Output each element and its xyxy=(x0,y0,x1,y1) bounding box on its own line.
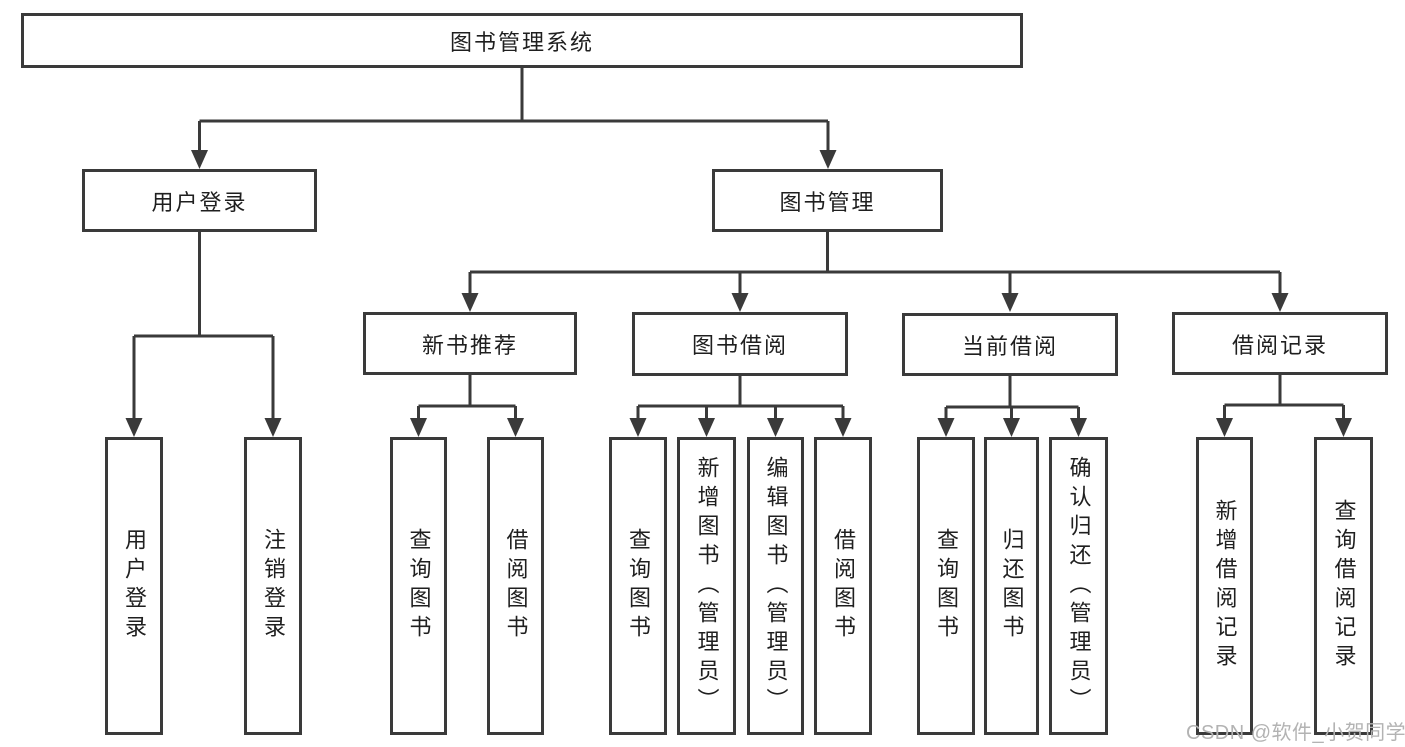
node-leaf-query-borrow-record: 查询借阅记录 xyxy=(1314,437,1373,735)
node-leaf-return-book: 归还图书 xyxy=(984,437,1039,735)
node-label: 确认归还（管理员） xyxy=(1066,455,1092,717)
node-library-management-system: 图书管理系统 xyxy=(21,13,1023,68)
connector-root-to-level2 xyxy=(191,68,837,169)
node-leaf-borrow-books-borrowing: 借阅图书 xyxy=(814,437,872,735)
node-label: 新增借阅记录 xyxy=(1212,499,1238,673)
connector-user-login-to-leaves xyxy=(125,232,282,437)
node-new-book-recommendation: 新书推荐 xyxy=(363,312,577,375)
node-label: 编辑图书（管理员） xyxy=(763,455,789,717)
node-leaf-query-books-borrowing: 查询图书 xyxy=(609,437,667,735)
node-label: 注销登录 xyxy=(261,528,286,644)
node-label: 用户登录 xyxy=(122,528,147,644)
node-book-management: 图书管理 xyxy=(712,169,943,232)
node-leaf-logout: 注销登录 xyxy=(244,437,302,735)
node-borrowing-records: 借阅记录 xyxy=(1172,312,1388,375)
node-label: 用户登录 xyxy=(151,189,248,215)
node-label: 借阅图书 xyxy=(831,528,856,644)
node-label: 图书借阅 xyxy=(691,333,788,358)
node-leaf-add-borrow-record: 新增借阅记录 xyxy=(1196,437,1253,735)
node-leaf-borrow-books-recommend: 借阅图书 xyxy=(487,437,544,735)
node-book-borrowing: 图书借阅 xyxy=(632,312,848,376)
node-label: 查询图书 xyxy=(406,528,432,644)
node-label: 当前借阅 xyxy=(961,333,1058,359)
node-label: 归还图书 xyxy=(999,528,1025,644)
node-current-borrowing: 当前借阅 xyxy=(902,313,1118,376)
node-label: 借阅记录 xyxy=(1231,332,1328,358)
connector-new-book-recommend-to-leaves xyxy=(410,375,524,437)
node-label: 借阅图书 xyxy=(503,528,529,644)
watermark: CSDN @软件_小贺同学 xyxy=(1186,722,1405,744)
node-leaf-confirm-return-admin: 确认归还（管理员） xyxy=(1049,437,1108,735)
node-label: 新书推荐 xyxy=(421,332,518,358)
connector-book-management-to-level3 xyxy=(461,232,1289,312)
node-user-login: 用户登录 xyxy=(82,169,317,232)
node-label: 新增图书（管理员） xyxy=(694,455,720,717)
node-label: 图书管理 xyxy=(779,189,876,215)
connector-borrow-records-to-leaves xyxy=(1216,375,1352,437)
node-leaf-edit-book-admin: 编辑图书（管理员） xyxy=(747,437,804,735)
connector-book-borrowing-to-leaves xyxy=(629,375,852,437)
connector-current-borrowing-to-leaves xyxy=(937,376,1087,437)
node-label: 查询借阅记录 xyxy=(1331,499,1357,673)
node-leaf-query-books-current: 查询图书 xyxy=(917,437,975,735)
node-label: 查询图书 xyxy=(934,528,959,644)
node-leaf-user-login: 用户登录 xyxy=(105,437,163,735)
node-label: 查询图书 xyxy=(626,528,651,644)
node-leaf-query-books-recommend: 查询图书 xyxy=(390,437,447,735)
node-leaf-add-book-admin: 新增图书（管理员） xyxy=(677,437,736,735)
node-label: 图书管理系统 xyxy=(449,29,594,55)
